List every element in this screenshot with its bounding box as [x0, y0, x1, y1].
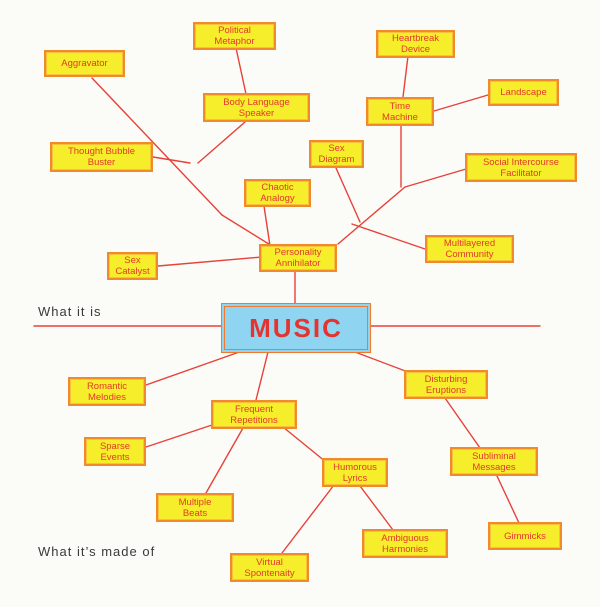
- link-trunk-bodylanguage: [197, 121, 246, 164]
- node-body-language-speaker: Body Language Speaker: [203, 93, 310, 122]
- link-personality-multilayered: [351, 223, 426, 250]
- link-center-disturbing: [354, 351, 409, 373]
- link-crossing-sexdiagram: [335, 167, 361, 223]
- link-personality-left-trunk: [221, 214, 273, 247]
- link-center-romantic: [145, 349, 246, 386]
- node-gimmicks: Gimmicks: [488, 522, 562, 550]
- center-node-music: MUSIC: [221, 303, 371, 353]
- link-subliminal-gimmicks: [496, 475, 520, 524]
- node-frequent-repetitions: Frequent Repetitions: [211, 400, 297, 429]
- node-political-metaphor: Political Metaphor: [193, 22, 276, 50]
- link-timemachine-landscape: [433, 94, 489, 112]
- node-time-machine: Time Machine: [366, 97, 434, 126]
- link-frequent-multiplebeats: [205, 427, 244, 494]
- node-social-intercourse-facilitator: Social Intercourse Facilitator: [465, 153, 577, 182]
- link-humorous-ambiguous: [359, 485, 394, 531]
- node-subliminal-messages: Subliminal Messages: [450, 447, 538, 476]
- node-humorous-lyrics: Humorous Lyrics: [322, 458, 388, 487]
- node-sparse-events: Sparse Events: [84, 437, 146, 466]
- link-personality-right-trunk: [337, 186, 406, 245]
- link-frequent-sparse: [145, 424, 213, 448]
- link-right-trunk-social: [404, 168, 467, 188]
- node-heartbreak-device: Heartbreak Device: [376, 30, 455, 58]
- node-romantic-melodies: Romantic Melodies: [68, 377, 146, 406]
- link-humorous-virtual: [281, 484, 335, 554]
- link-left-trunk: [91, 77, 223, 216]
- link-frequent-humorous: [282, 426, 327, 463]
- node-aggravator: Aggravator: [44, 50, 125, 77]
- link-trunk-thoughtbubble: [152, 156, 191, 164]
- link-timemachine-heartbreak: [402, 55, 409, 98]
- node-personality-annihilator: Personality Annihilator: [259, 244, 337, 272]
- link-personality-sexcatalyst: [157, 256, 263, 267]
- link-bodylanguage-political: [235, 47, 247, 95]
- node-sex-diagram: Sex Diagram: [309, 140, 364, 168]
- node-virtual-spontenaity: Virtual Spontenaity: [230, 553, 309, 582]
- node-multiple-beats: Multiple Beats: [156, 493, 234, 522]
- link-center-frequent: [255, 351, 269, 401]
- link-personality-chaotic: [263, 205, 271, 247]
- label-what-its-made-of: What it’s made of: [38, 544, 156, 559]
- node-landscape: Landscape: [488, 79, 559, 106]
- node-multilayered-community: Multilayered Community: [425, 235, 514, 263]
- label-what-it-is: What it is: [38, 304, 102, 319]
- node-thought-bubble-buster: Thought Bubble Buster: [50, 142, 153, 172]
- node-sex-catalyst: Sex Catalyst: [107, 252, 158, 280]
- node-disturbing-eruptions: Disturbing Eruptions: [404, 370, 488, 399]
- link-disturbing-subliminal: [444, 397, 481, 449]
- node-chaotic-analogy: Chaotic Analogy: [244, 179, 311, 207]
- node-ambiguous-harmonies: Ambiguous Harmonies: [362, 529, 448, 558]
